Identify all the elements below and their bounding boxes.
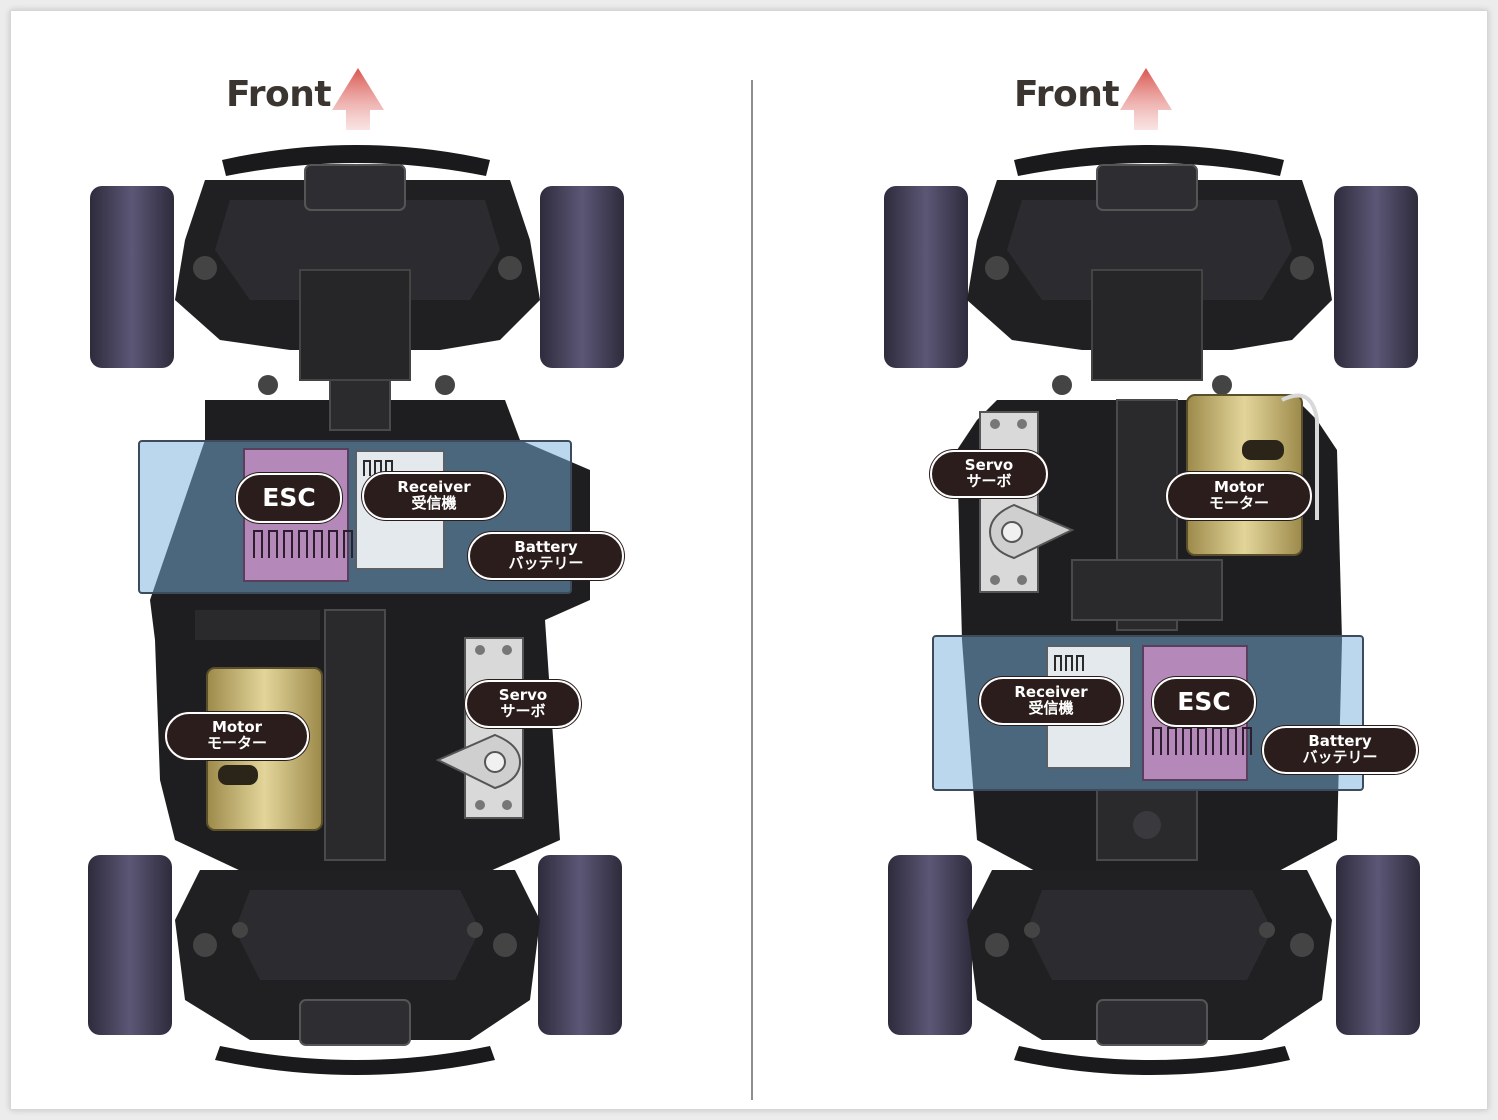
receiver-tag: Receiver 受信機 bbox=[979, 677, 1123, 725]
servo-tag: Servo サーボ bbox=[930, 450, 1048, 498]
front-left-tire bbox=[884, 186, 968, 368]
receiver-tag-label: Receiver bbox=[1014, 683, 1088, 702]
layout-left-panel: Front ESC Receiver 受信機 Battery バッテリー Ser… bbox=[0, 0, 740, 1110]
servo-tag: Servo サーボ bbox=[465, 680, 581, 728]
receiver-connector bbox=[1054, 655, 1084, 671]
front-bumper bbox=[1014, 145, 1284, 176]
receiver-tag-label-jp: 受信機 bbox=[1028, 699, 1074, 717]
motor-tag-label-jp: モーター bbox=[206, 734, 267, 752]
rear-bumper bbox=[215, 1046, 495, 1075]
battery-tag-label-jp: バッテリー bbox=[1302, 748, 1378, 766]
up-arrow-icon bbox=[1120, 68, 1172, 130]
panel-divider bbox=[751, 80, 753, 1100]
esc-tag-label: ESC bbox=[1177, 686, 1231, 716]
layout-right-panel: Front Servo サーボ Motor モーター Receiver 受信機 … bbox=[752, 0, 1492, 1110]
motor-tag: Motor モーター bbox=[165, 712, 309, 760]
receiver-tag-label: Receiver bbox=[397, 478, 471, 497]
servo-unit bbox=[979, 411, 1039, 593]
receiver-tag: Receiver 受信機 bbox=[362, 472, 506, 520]
servo-unit bbox=[464, 637, 524, 819]
front-left-tire bbox=[90, 186, 174, 368]
esc-heatsink bbox=[1152, 727, 1252, 755]
battery-tag: Battery バッテリー bbox=[1262, 726, 1418, 774]
servo-tag-label-jp: サーボ bbox=[966, 472, 1012, 490]
up-arrow-icon bbox=[332, 68, 384, 130]
motor-tag: Motor モーター bbox=[1166, 472, 1312, 520]
rear-bumper bbox=[1014, 1046, 1290, 1075]
chassis-illustration bbox=[884, 145, 1420, 1075]
front-right-tire bbox=[540, 186, 624, 368]
receiver-tag-label-jp: 受信機 bbox=[411, 494, 457, 512]
motor-tag-label: Motor bbox=[1213, 478, 1265, 497]
servo-tag-label: Servo bbox=[964, 456, 1014, 475]
rear-left-tire bbox=[88, 855, 172, 1035]
battery-tag-label: Battery bbox=[1308, 732, 1372, 751]
front-bumper bbox=[222, 145, 490, 176]
esc-tag-label: ESC bbox=[262, 482, 316, 512]
servo-tag-label: Servo bbox=[498, 686, 548, 705]
receiver-connector bbox=[363, 460, 393, 476]
front-label: Front bbox=[1014, 74, 1120, 115]
esc-tag: ESC bbox=[1152, 677, 1256, 727]
servo-tag-label-jp: サーボ bbox=[500, 702, 546, 720]
battery-tag-label-jp: バッテリー bbox=[508, 554, 584, 572]
battery-tag-label: Battery bbox=[514, 538, 578, 557]
motor-tag-label: Motor bbox=[211, 718, 263, 737]
battery-tag: Battery バッテリー bbox=[468, 532, 624, 580]
front-right-tire bbox=[1334, 186, 1418, 368]
esc-heatsink bbox=[253, 530, 353, 558]
motor-tag-label-jp: モーター bbox=[1208, 494, 1269, 512]
rear-right-tire bbox=[538, 855, 622, 1035]
esc-tag: ESC bbox=[236, 473, 342, 523]
rear-right-tire bbox=[1336, 855, 1420, 1035]
rear-left-tire bbox=[888, 855, 972, 1035]
front-label: Front bbox=[226, 74, 332, 115]
